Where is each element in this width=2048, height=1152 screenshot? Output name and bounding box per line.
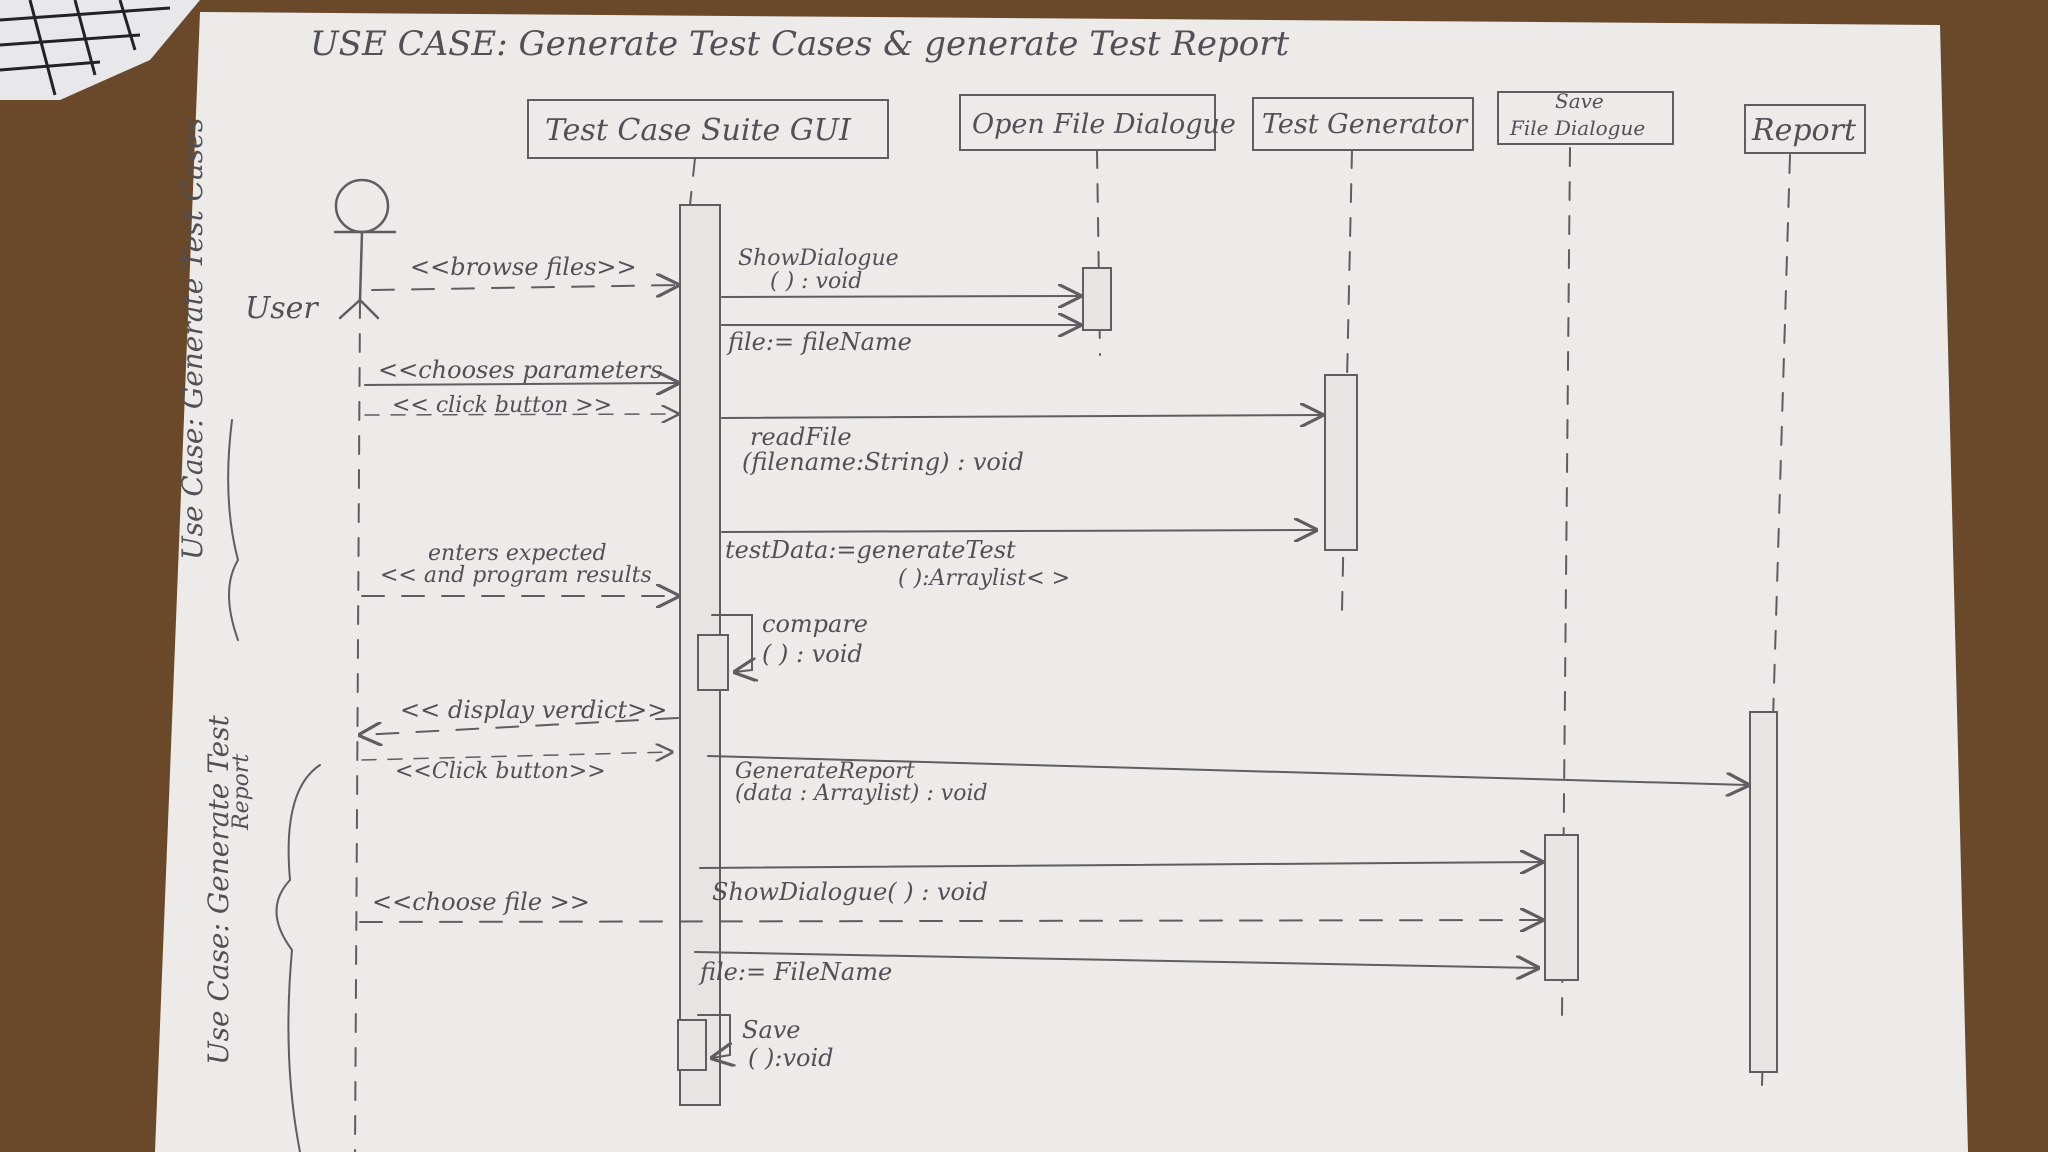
side-label-top: Use Case: Generate Test Cases	[176, 118, 209, 560]
file-name-1-label: file:= fileName	[726, 328, 912, 356]
test-generator-activation	[1324, 374, 1358, 551]
open-dialog-label: Open File Dialogue	[972, 109, 1236, 140]
show-dialogue-1-arrow	[721, 296, 1080, 297]
file-name-2-label: file:= FileName	[698, 958, 892, 986]
show-dialogue-2-arrow	[699, 862, 1542, 868]
show-dialogue-1-label: ShowDialogue	[738, 246, 899, 271]
gui-lifeline-top	[689, 157, 696, 206]
paper-sheet	[155, 12, 1968, 1152]
report-activation	[1749, 711, 1778, 1073]
compare-activation	[697, 634, 729, 691]
save-dialog-activation	[1544, 834, 1579, 981]
test-generator-label: Test Generator	[1262, 109, 1469, 140]
file-return-2-arrow	[694, 951, 1538, 968]
compare-self-arrow	[711, 614, 752, 672]
test-data-2-label: ( ):Arraylist< >	[898, 566, 1070, 591]
save-self-arrow	[697, 1014, 730, 1058]
test-generator-box	[1252, 97, 1474, 151]
gen-report-1-label: GenerateReport	[735, 759, 915, 784]
save-dialog-label-bottom: File Dialogue	[1509, 116, 1645, 140]
enters-1-label: enters expected	[428, 541, 607, 566]
test-data-1-label: testData:=generateTest	[725, 536, 1016, 564]
chooses-params-arrow	[364, 383, 678, 385]
open-dialog-box	[959, 94, 1216, 151]
gen-report-2-label: (data : Arraylist) : void	[735, 781, 988, 806]
test-data-arrow	[721, 530, 1316, 532]
save-activation	[677, 1019, 707, 1071]
browse-arrow	[371, 285, 678, 290]
click-button-2-arrow	[361, 752, 672, 760]
browse-label: <<browse files>>	[410, 253, 637, 281]
compare-1-label: compare	[762, 610, 868, 638]
read-file-arrow	[721, 415, 1322, 418]
show-dialogue-1b-label: ( ) : void	[770, 269, 862, 294]
open-dialog-activation	[1082, 267, 1112, 331]
notebook-grid	[0, 0, 171, 96]
report-box	[1744, 104, 1866, 154]
save-dialog-label-top: Save	[1555, 89, 1604, 113]
enters-2-label: << and program results	[380, 563, 652, 588]
messages: <<browse files>> ShowDialogue ( ) : void…	[360, 246, 1748, 1072]
brace-bottom	[275, 764, 321, 1152]
actor-label: User	[245, 291, 319, 326]
compare-2-label: ( ) : void	[762, 640, 863, 668]
activation-bars	[677, 204, 1778, 1106]
show-dialogue-2-label: ShowDialogue( ) : void	[712, 878, 988, 906]
choose-file-label: <<choose file >>	[372, 888, 590, 916]
gui-box	[527, 99, 889, 159]
chooses-params-label: <<chooses parameters	[378, 356, 663, 384]
brace-top	[227, 419, 240, 641]
display-verdict-arrow	[360, 717, 679, 735]
save-2-label: ( ):void	[748, 1044, 834, 1072]
lifeline-headers: Test Case Suite GUI Open File Dialogue T…	[527, 89, 1866, 159]
read-file-2-label: (filename:String) : void	[742, 448, 1024, 476]
click-button-2-label: <<Click button>>	[395, 759, 606, 784]
diagram-title: USE CASE: Generate Test Cases & generate…	[310, 24, 1289, 64]
click-button-1-arrow	[364, 414, 678, 415]
gui-label: Test Case Suite GUI	[545, 113, 852, 148]
generate-report-arrow	[707, 755, 1748, 785]
click-button-1-label: << click button >>	[392, 393, 612, 418]
save-1-label: Save	[742, 1016, 801, 1044]
side-label-bottom-1: Use Case: Generate Test	[202, 714, 235, 1065]
read-file-1-label: readFile	[750, 423, 852, 451]
report-label: Report	[1751, 113, 1857, 148]
save-dialog-box	[1497, 91, 1674, 145]
display-verdict-label: << display verdict>>	[400, 696, 667, 724]
side-label-bottom-2: Report	[229, 754, 254, 831]
user-actor-icon	[333, 178, 397, 320]
